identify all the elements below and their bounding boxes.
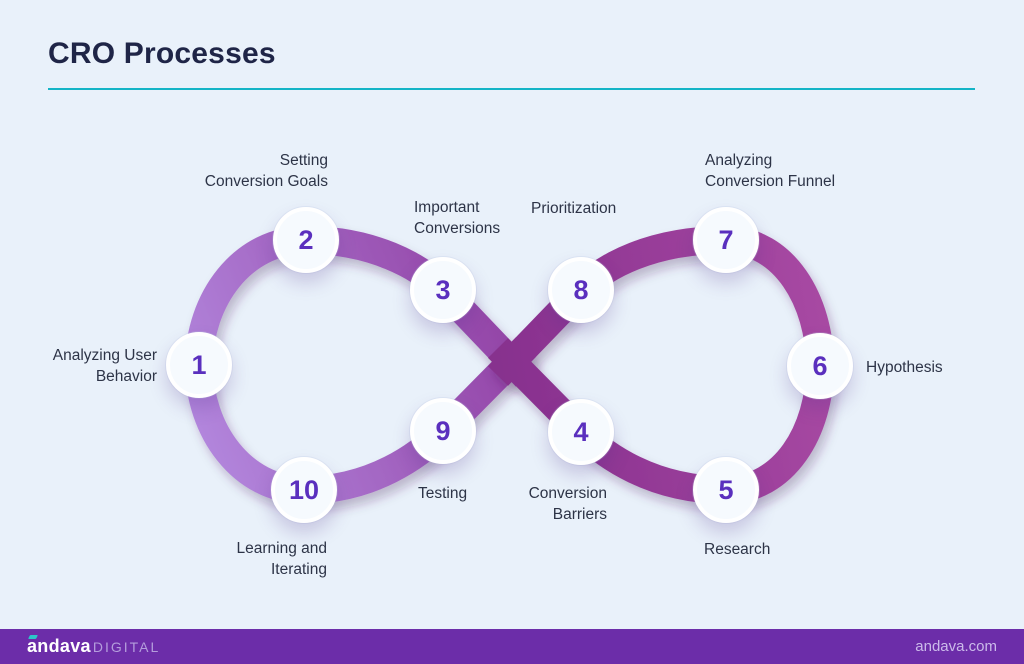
step-node-3: 3 [410,257,476,323]
step-label-setting-conversion-goals: Setting Conversion Goals [204,152,328,190]
step-label-testing: Testing [418,485,468,502]
step-label-hypothesis: Hypothesis [866,359,943,376]
step-number: 8 [573,274,589,305]
step-node-1: 1 [166,332,232,398]
website-url: andava.com [915,638,997,655]
step-number: 3 [435,274,451,305]
step-label-prioritization: Prioritization [531,200,617,217]
step-node-10: 10 [271,457,337,523]
step-number: 6 [812,350,828,381]
brand-suffix: DIGITAL [92,639,161,655]
infinity-left-loop-path [185,226,537,504]
step-label-analyzing-user-behavior: Analyzing User Behavior [52,347,157,385]
brand-name: andava [27,636,91,656]
step-number: 10 [288,474,320,505]
step-node-7: 7 [693,207,759,273]
page-title: CRO Processes [48,37,276,70]
step-number: 1 [191,349,207,380]
step-number: 2 [298,224,314,255]
step-node-8: 8 [548,257,614,323]
brand-logo: andava DIGITAL [27,635,161,657]
step-label-conversion-barriers: Conversion Barriers [528,485,607,523]
title-underline [48,88,975,90]
step-label-important-conversions: Important Conversions [414,199,501,237]
step-node-2: 2 [273,207,339,273]
step-label-analyzing-conversion-funnel: Analyzing Conversion Funnel [705,152,836,190]
step-node-9: 9 [410,398,476,464]
step-node-5: 5 [693,457,759,523]
step-number: 4 [573,416,589,447]
step-label-research: Research [704,541,771,558]
footer-bar: andava DIGITAL andava.com [0,629,1024,664]
step-number: 5 [718,474,734,505]
infinity-right-loop-path [487,226,834,504]
step-node-4: 4 [548,399,614,465]
step-node-6: 6 [787,333,853,399]
step-number: 9 [435,415,451,446]
step-label-learning-and-iterating: Learning and Iterating [236,540,328,578]
step-number: 7 [718,224,734,255]
